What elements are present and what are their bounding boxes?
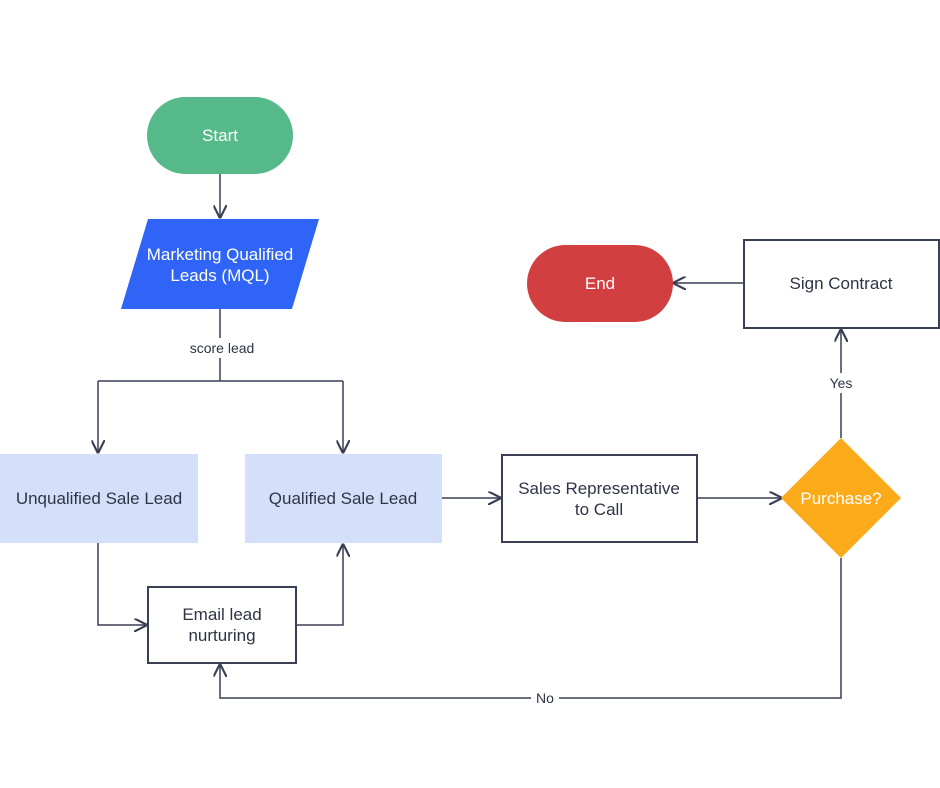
start-terminal xyxy=(147,97,293,174)
end-terminal xyxy=(527,245,673,322)
mql-label-line1: Marketing Qualified xyxy=(147,245,293,264)
edge-label-yes: Yes xyxy=(830,375,853,391)
edge-label-no-bg xyxy=(531,688,559,708)
edge-purchase-no-to-email xyxy=(220,558,842,699)
purchase-decision-label: Purchase? xyxy=(800,489,881,508)
email-nurturing-line2: nurturing xyxy=(188,626,255,645)
email-nurturing-line1: Email lead xyxy=(182,605,261,624)
edge-label-score-bg xyxy=(183,338,261,358)
unqualified-lead-label: Unqualified Sale Lead xyxy=(16,489,182,508)
start-label: Start xyxy=(202,126,238,145)
mql-label-line2: Leads (MQL) xyxy=(170,266,269,285)
sales-rep-line1: Sales Representative xyxy=(518,479,680,498)
edge-unqualified-to-email xyxy=(97,543,146,625)
edge-label-score: score lead xyxy=(190,340,255,356)
sales-rep-box xyxy=(501,454,698,543)
sign-contract-box xyxy=(743,239,940,329)
end-label: End xyxy=(585,274,615,293)
qualified-lead-box xyxy=(245,454,442,543)
mql-input-shape xyxy=(121,219,319,309)
qualified-lead-label: Qualified Sale Lead xyxy=(269,489,417,508)
edge-email-to-qualified xyxy=(296,545,343,626)
edge-label-no: No xyxy=(536,690,554,706)
purchase-decision-diamond xyxy=(781,438,901,558)
email-nurturing-box xyxy=(147,586,297,664)
sign-contract-label: Sign Contract xyxy=(790,274,893,293)
edge-label-yes-bg xyxy=(825,373,857,393)
unqualified-lead-box xyxy=(0,454,198,543)
sales-rep-line2: to Call xyxy=(575,500,623,519)
